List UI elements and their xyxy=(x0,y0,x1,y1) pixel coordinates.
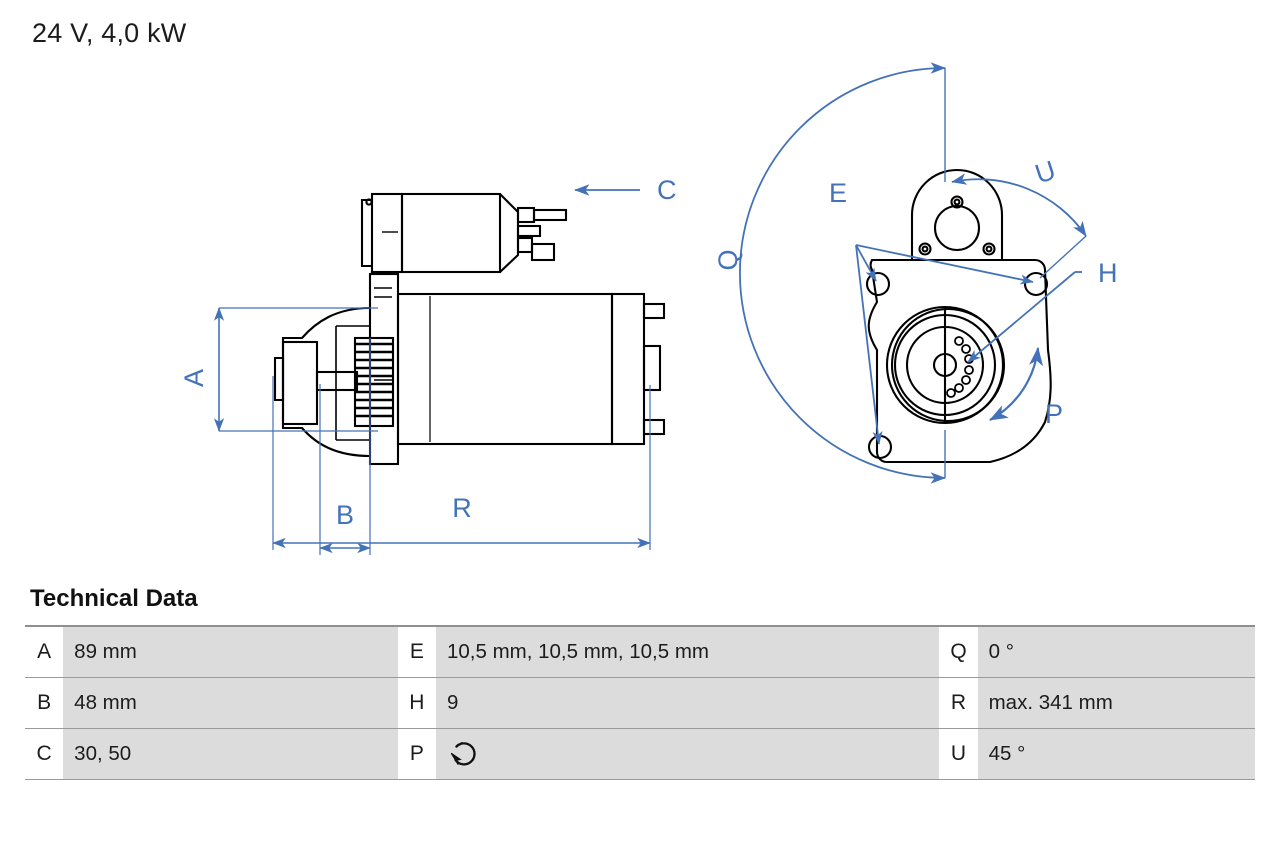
spec-key-p: P xyxy=(397,727,436,780)
spec-key-a: A xyxy=(25,625,64,678)
spec-key-b: B xyxy=(25,676,64,729)
spec-value-e: 10,5 mm, 10,5 mm, 10,5 mm xyxy=(435,625,940,678)
solenoid-body xyxy=(360,192,568,274)
drive-end-housing xyxy=(273,306,371,458)
technical-drawing-area: A B R C xyxy=(0,50,1280,575)
callout-label-h: H xyxy=(1098,258,1118,288)
pilot-bore-rings xyxy=(885,305,1006,425)
pinion-teeth xyxy=(946,336,974,398)
spec-value-a: 89 mm xyxy=(63,625,398,678)
dimension-q-arc xyxy=(739,62,946,484)
spec-value-c: 30, 50 xyxy=(63,727,398,780)
starter-side-view xyxy=(273,192,666,466)
pinion-gear xyxy=(353,336,395,428)
page-title: 24 V, 4,0 kW xyxy=(32,18,187,48)
spec-key-c: C xyxy=(25,727,64,780)
technical-data-table: A 89 mm E 10,5 mm, 10,5 mm, 10,5 mm Q 0 … xyxy=(25,625,1255,780)
technical-drawing-svg: A B R C xyxy=(179,62,1118,555)
dimension-label-r: R xyxy=(452,493,472,523)
spec-value-h: 9 xyxy=(435,676,940,729)
counterclockwise-rotation-icon xyxy=(447,739,481,769)
table-row: A 89 mm E 10,5 mm, 10,5 mm, 10,5 mm Q 0 … xyxy=(25,625,1255,678)
dimension-label-u: U xyxy=(1032,155,1060,190)
dimension-label-q: Q xyxy=(713,249,743,270)
dimension-a xyxy=(213,307,378,432)
rotation-label-p: P xyxy=(1045,399,1063,429)
dimension-r xyxy=(272,376,651,550)
spec-value-b: 48 mm xyxy=(63,676,398,729)
spec-key-e: E xyxy=(397,625,436,678)
flange-outline xyxy=(867,258,1052,464)
callout-label-c: C xyxy=(657,175,677,205)
top-mounting-boss xyxy=(910,168,1004,260)
spec-key-r: R xyxy=(939,676,978,729)
spec-value-u: 45 ° xyxy=(977,727,1255,780)
callout-h xyxy=(967,271,1082,363)
motor-body xyxy=(396,292,666,446)
spec-key-h: H xyxy=(397,676,436,729)
dimension-label-b: B xyxy=(336,500,354,530)
spec-key-u: U xyxy=(939,727,978,780)
table-row: C 30, 50 P U 45 ° xyxy=(25,727,1255,780)
table-row: B 48 mm H 9 R max. 341 mm xyxy=(25,676,1255,729)
spec-value-p xyxy=(435,727,940,780)
rotation-indicator-p xyxy=(989,346,1044,421)
dimension-label-a: A xyxy=(179,369,209,387)
spec-value-r: max. 341 mm xyxy=(977,676,1255,729)
spec-value-q: 0 ° xyxy=(977,625,1255,678)
callout-label-e: E xyxy=(829,178,847,208)
dimension-u-arc xyxy=(951,173,1087,279)
technical-data-heading: Technical Data xyxy=(30,585,198,612)
spec-key-q: Q xyxy=(939,625,978,678)
